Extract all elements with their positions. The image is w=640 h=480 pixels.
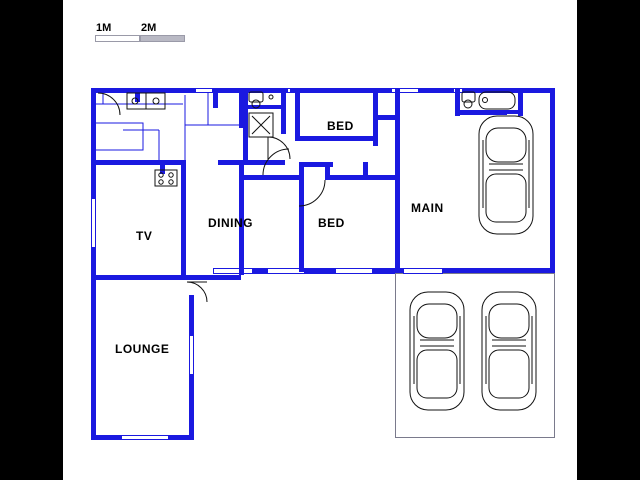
wall-bedtop-right (373, 88, 378, 146)
wall-left-upper (91, 88, 96, 198)
wall-bottom-seg-3 (373, 268, 395, 274)
label-lounge: LOUNGE (115, 342, 170, 356)
wall-top-kitchen (213, 88, 287, 93)
wall-dining-bottom-left (181, 275, 241, 280)
label-main: MAIN (411, 201, 444, 215)
wall-kitchen-right-top (239, 88, 244, 128)
car-bottom-left (409, 291, 465, 411)
wall-top-right (463, 88, 555, 93)
wall-bedmid-top (325, 175, 395, 180)
label-dining: DINING (208, 216, 253, 230)
wall-bedmid-door-jamb (325, 162, 330, 180)
wall-lounge-right-lower (189, 375, 194, 440)
wall-right-outer (550, 88, 555, 273)
label-bed-top: BED (327, 119, 354, 133)
scale-segment-2 (140, 35, 185, 42)
wall-top-bath (419, 88, 453, 93)
scale-label-1m: 1M (96, 22, 112, 34)
wall-bedmid-top-left (299, 162, 333, 167)
window-bed-bottom (267, 268, 305, 274)
wall-bedtop-left2 (295, 130, 300, 140)
window-bottom-lounge (121, 435, 169, 440)
wall-bedtop-left (295, 88, 300, 138)
wall-lounge-right-upper (189, 295, 194, 335)
wall-top-return (135, 88, 140, 102)
wall-kitchen-bottom (218, 160, 244, 165)
wall-bedmid-left (299, 162, 304, 272)
window-main-bottom (403, 268, 443, 274)
window-top-2 (287, 88, 291, 93)
floorplan-sheet: 1M 2M (63, 0, 577, 480)
wall-top-left (91, 88, 195, 93)
wall-left-mid (91, 248, 96, 280)
window-lounge-right (189, 335, 194, 375)
wall-bottom-lounge-left (91, 435, 121, 440)
wall-bottom-right-block (395, 268, 555, 273)
wall-bottom-seg-2 (305, 268, 335, 274)
wall-bottom-seg-1 (253, 268, 267, 274)
wall-main-left (395, 120, 400, 160)
wall-bedmid-jamb2 (363, 162, 368, 180)
wall-corridor-1 (378, 115, 396, 120)
wall-kitchen-left (213, 88, 218, 108)
wall-tv-lounge (91, 275, 191, 280)
wall-bath-divider (243, 105, 285, 109)
wall-dining-top (243, 175, 299, 180)
window-top-3 (391, 88, 419, 93)
wall-ensuite-bottom2 (459, 110, 523, 114)
window-top-1 (195, 88, 213, 93)
scale-label-2m: 2M (141, 22, 157, 34)
wall-left-lounge (91, 280, 96, 440)
wall-bottom-lounge-right (169, 435, 193, 440)
car-bottom-right (481, 291, 537, 411)
car-top-right (478, 115, 534, 235)
label-tv: TV (136, 229, 153, 243)
wall-bedtop-bottom (295, 136, 378, 141)
window-dining-bottom (213, 268, 253, 274)
window-bed2-bottom (335, 268, 373, 274)
wall-main-left-lower (395, 160, 400, 272)
wall-top-bed (291, 88, 391, 93)
wall-kitchen-return (160, 160, 165, 174)
wall-tv-right (181, 160, 186, 275)
wall-bath-bottom (243, 160, 285, 165)
window-left-tv (91, 198, 96, 248)
wall-bath-left (243, 88, 248, 163)
garage-outline (395, 273, 555, 438)
wall-ensuite-right (518, 88, 523, 116)
label-bed-mid: BED (318, 216, 345, 230)
wall-tv-top (91, 160, 181, 165)
wall-dining-left (239, 160, 244, 275)
scale-segment-1 (95, 35, 140, 42)
wall-ensuite-left (455, 88, 460, 116)
wall-main-left-top (395, 88, 400, 123)
wall-bath-right (281, 88, 286, 134)
interior-detail-lines (96, 91, 516, 303)
